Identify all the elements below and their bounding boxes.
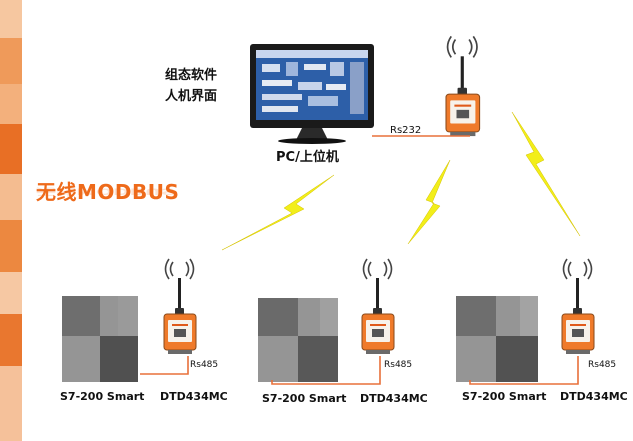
wireless-modbus-title: 无线MODBUS [36,180,180,204]
pc-label: PC/上位机 [276,150,339,165]
rs485-cable [140,356,189,375]
software-label-line1: 组态软件 [165,68,218,83]
rs485-cable [271,356,381,385]
lightning-bolt [407,159,451,245]
software-label-line2: 人机界面 [165,89,218,104]
rs485-label: Rs485 [384,360,413,370]
device-label: DTD434MC [360,392,428,405]
left-color-strip [0,0,22,441]
plc-device [456,296,538,382]
top-radio-device [445,35,481,137]
plc-device [258,298,338,382]
wireless-modbus-title-reflection: 无线MODBUS [36,186,176,198]
radio-device [561,258,595,355]
plc-device [62,296,138,382]
radio-device [163,258,197,355]
device-label: DTD434MC [160,390,228,403]
pc-monitor [250,44,374,144]
rs485-cable [469,356,579,385]
plc-label: S7-200 Smart [462,390,547,403]
lightning-bolt [221,174,335,251]
radio-device [361,258,395,355]
rs485-label: Rs485 [588,360,617,370]
device-label: DTD434MC [560,390,628,403]
plc-label: S7-200 Smart [262,392,347,405]
plc-label: S7-200 Smart [60,390,145,403]
rs232-label: Rs232 [390,125,422,136]
rs485-label: Rs485 [190,360,219,370]
lightning-bolt [511,111,581,237]
